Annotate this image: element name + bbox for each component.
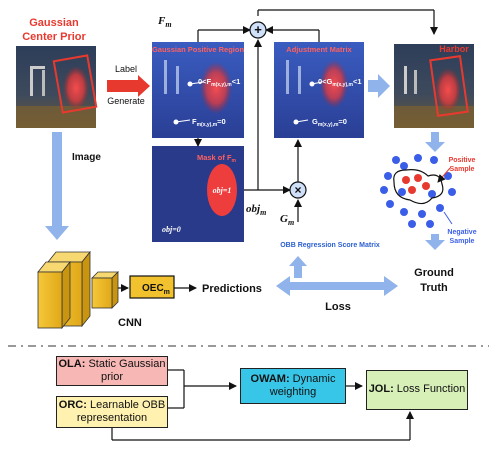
ola-description: Static Gaussian prior (85, 357, 166, 383)
harbor-label: Harbor (439, 44, 469, 54)
sample-scatter (380, 154, 456, 228)
positive-sample-line1: Positive (449, 157, 476, 164)
gpr-top-formula: 0<Fm(x,y),m<1 (198, 77, 240, 88)
gm-label: Gm (280, 213, 294, 227)
negative-sample-dot (436, 204, 444, 212)
owam-box: OWAM: Dynamic weighting (240, 368, 346, 404)
positive-sample-dot (414, 174, 422, 182)
jol-description: Loss Function (393, 383, 466, 396)
gpr-bottom-formula: Fm(x,y),m=0 (192, 117, 226, 128)
mask-title: Mask of Fm (197, 153, 237, 164)
image-down-arrow (45, 132, 69, 240)
am-top-formula: 0<Gm(x,y),m<1 (318, 77, 362, 88)
cnn-block (37, 250, 119, 330)
negative-sample-dot (400, 162, 408, 170)
cnn-label: CNN (118, 317, 142, 329)
negative-sample-dot (384, 172, 392, 180)
obj-zero-label: obj=0 (162, 225, 181, 234)
fm-symbol: Fm (157, 15, 172, 29)
loss-double-arrow (276, 276, 398, 296)
predictions-label: Predictions (202, 283, 262, 295)
gaussian-prior-title-line2: Center Prior (22, 31, 86, 43)
ola-box: OLA: Static Gaussian prior (56, 356, 168, 386)
positive-sample-dot (408, 186, 416, 194)
negative-sample-dot (418, 210, 426, 218)
gt-down-arrow (425, 234, 445, 250)
negative-sample-dot (448, 188, 456, 196)
negative-sample-line2: Sample (450, 238, 475, 245)
times-symbol: × (294, 183, 301, 197)
negative-sample-dot (430, 156, 438, 164)
positive-sample-dot (422, 182, 430, 190)
label-arrow-label: Label (115, 64, 137, 74)
negative-sample-dot (428, 190, 436, 198)
plus-node (249, 21, 267, 39)
gaussian-prior-title-line1: Gaussian (29, 17, 79, 29)
jol-bold-label: JOL: (368, 383, 394, 396)
am-title: Adjustment Matrix (286, 45, 352, 54)
obb-label: OBB Regression Score Matrix (280, 242, 380, 249)
positive-sample-dot (402, 176, 410, 184)
negative-sample-dot (392, 156, 400, 164)
negative-sample-dot (398, 188, 406, 196)
negative-sample-dot (426, 220, 434, 228)
objm-label: objm (246, 203, 266, 217)
times-node (289, 181, 307, 199)
negative-sample-dot (400, 208, 408, 216)
gaussian-positive-region-panel (152, 42, 244, 138)
ground-truth-line1: Ground (414, 267, 454, 279)
ola-bold-label: OLA: (58, 357, 86, 370)
gpr-title: Gaussian Positive Region (152, 45, 245, 54)
positive-sample-line2: Sample (450, 166, 475, 173)
obj-one-label: obj=1 (213, 186, 232, 195)
orc-description: Learnable OBB representation (76, 398, 166, 424)
jol-box: JOL: Loss Function (366, 370, 468, 410)
harbor-result-image (394, 44, 474, 128)
oec-box (129, 275, 175, 299)
am-bottom-formula: Gm(x,y),m=0 (312, 117, 347, 128)
label-arrow-generate: Generate (107, 96, 145, 106)
loss-label: Loss (325, 301, 351, 313)
negative-sample-dot (408, 220, 416, 228)
positive-region-outline (393, 169, 444, 205)
owam-description: Dynamic weighting (269, 372, 336, 398)
oec-label: OECm (142, 283, 170, 296)
negative-sample-dot (386, 200, 394, 208)
generate-arrow (107, 75, 150, 97)
orc-box: ORC: Learnable OBB representation (56, 396, 168, 428)
image-label: Image (72, 152, 101, 163)
orc-bold-label: ORC: (58, 398, 87, 411)
result-arrow (368, 74, 390, 98)
mask-panel (152, 146, 244, 242)
owam-bold-label: OWAM: (250, 372, 290, 385)
loss-up-arrow (289, 256, 307, 278)
samples-down-arrow (425, 132, 445, 152)
adjustment-matrix-panel (274, 42, 364, 138)
plus-symbol: + (254, 22, 262, 37)
negative-sample-dot (414, 154, 422, 162)
negative-sample-line1: Negative (447, 229, 476, 236)
ground-truth-line2: Truth (420, 282, 448, 294)
negative-sample-dot (444, 172, 452, 180)
gaussian-prior-image (16, 46, 98, 128)
negative-sample-dot (380, 186, 388, 194)
